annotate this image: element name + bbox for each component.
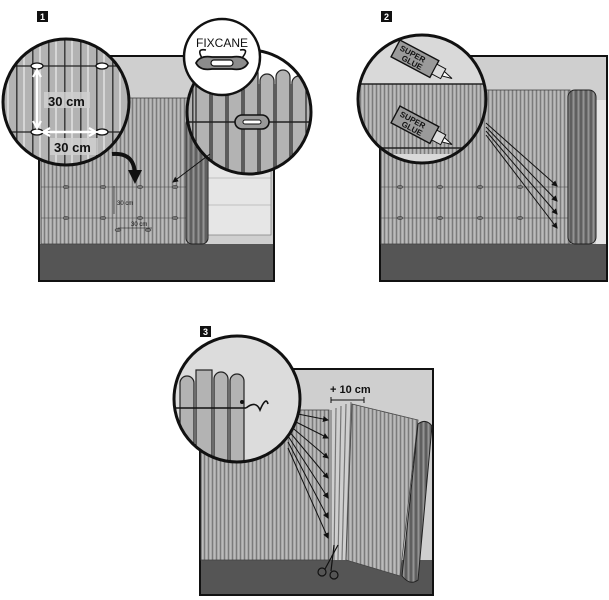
step-3-badge (200, 326, 211, 337)
super-glue-tube-2: SUPER GLUE (390, 105, 453, 146)
step-1-panel: 1 30 cm 30 cm (1, 11, 313, 282)
measurement-zoom-callout: 30 cm 30 cm (1, 37, 131, 167)
main-measure-vertical: 30 cm (117, 201, 133, 207)
step-2-panel: 2 (356, 11, 608, 282)
fence-roll (567, 89, 597, 245)
fixcane-label: FIXCANE (196, 36, 248, 50)
step-1-number: 1 (40, 12, 45, 22)
zoom-measure-vertical: 30 cm (48, 94, 85, 109)
fence-roll (401, 420, 433, 583)
step-2-number: 2 (384, 12, 389, 22)
step-3-panel: 3 + 10 cm (172, 326, 434, 596)
main-measure-horizontal: 30 cm (131, 222, 147, 228)
step-2-badge (381, 11, 392, 22)
fixcane-label-bubble: FIXCANE (182, 17, 262, 97)
step-3-number: 3 (203, 327, 208, 337)
scissors-icon (317, 544, 339, 580)
reed-fence-new (345, 403, 419, 577)
overlap-measure: + 10 cm (330, 384, 371, 396)
step-1-badge (37, 11, 48, 22)
zoom-measure-horizontal: 30 cm (54, 140, 91, 155)
